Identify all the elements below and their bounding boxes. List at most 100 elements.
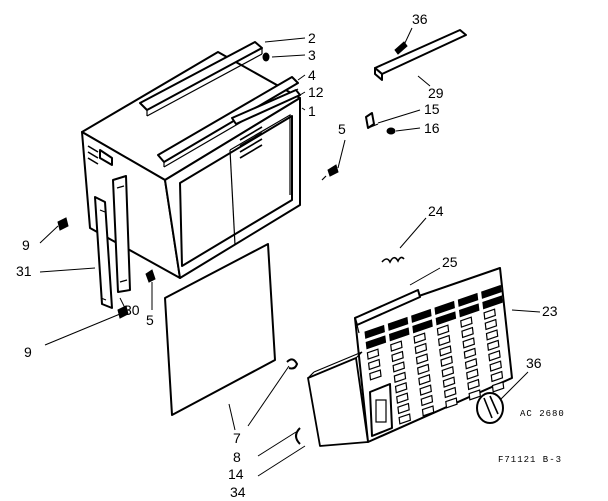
- grille-slot: [367, 358, 381, 371]
- grille-slot: [466, 368, 479, 380]
- grille-slot: [490, 370, 504, 383]
- cabinet-shell: [81, 51, 301, 279]
- grille-slot: [421, 405, 435, 417]
- gasket-14: [295, 427, 301, 445]
- callout-30: 30: [124, 302, 140, 318]
- callout-31: 31: [16, 263, 32, 279]
- screw-3: [262, 52, 270, 62]
- callout-12: 12: [308, 84, 324, 100]
- callout-9-lower: 9: [24, 344, 32, 360]
- callout-8: 8: [233, 449, 241, 465]
- grille-slot: [467, 378, 480, 391]
- figure-code: F71121 B-3: [498, 455, 562, 465]
- callout-24: 24: [428, 203, 444, 219]
- grille-slot: [487, 339, 500, 352]
- grille-slot: [463, 347, 477, 360]
- knob-part-code: AC 2680: [520, 409, 565, 419]
- screw-5-upper: [321, 164, 339, 181]
- grille-slot: [482, 295, 503, 310]
- grille-slot: [489, 360, 502, 372]
- grille-slot: [462, 337, 476, 349]
- grille-slot: [488, 349, 501, 362]
- grille-slot: [390, 340, 403, 352]
- grille-slot: [440, 355, 453, 368]
- grille-slot: [464, 357, 478, 370]
- grille-louvers: [364, 284, 505, 425]
- callout-23: 23: [542, 303, 558, 319]
- grille-slot: [365, 335, 387, 350]
- grille-slot: [394, 381, 408, 394]
- callout-4: 4: [308, 67, 316, 83]
- callout-5-upper: 5: [338, 121, 346, 137]
- callout-labels: 2 3 4 12 1 5 36 29 15 16 9 31 5 30 9 24 …: [16, 11, 558, 500]
- grille-slot: [445, 397, 458, 409]
- grille-slot: [393, 371, 407, 384]
- callout-9-upper: 9: [22, 237, 30, 253]
- knob-36: [476, 392, 504, 424]
- filter-panel-7: [164, 243, 276, 416]
- grille-slot: [418, 373, 431, 386]
- grille-slot: [441, 365, 455, 378]
- grille-slot: [392, 361, 406, 373]
- grille-slot: [414, 342, 428, 355]
- grille-slot: [419, 384, 432, 396]
- callout-36-lower: 36: [526, 355, 542, 371]
- callout-7: 7: [233, 430, 241, 446]
- grille-slot: [481, 284, 502, 299]
- grille-slot: [491, 381, 505, 393]
- callout-34: 34: [230, 484, 246, 500]
- callout-14: 14: [228, 466, 244, 482]
- grille-slot: [461, 326, 474, 339]
- callout-16: 16: [424, 120, 440, 136]
- clip-36-upper: [394, 41, 408, 55]
- grille-slot: [435, 311, 457, 326]
- grille-slot: [468, 389, 482, 401]
- grille-slot: [485, 329, 499, 341]
- grille-slot: [413, 332, 426, 344]
- grille-slot: [457, 292, 479, 307]
- grille-slot: [369, 369, 382, 381]
- bracket-15: [365, 112, 379, 129]
- screw-9-upper: [57, 217, 69, 231]
- control-panel-opening: [369, 383, 393, 437]
- grille-slot: [388, 327, 410, 342]
- grille-slot: [415, 353, 429, 365]
- grille-slot: [397, 402, 410, 415]
- grille-slot: [442, 376, 456, 388]
- grille-slot: [398, 413, 412, 425]
- callout-2: 2: [308, 30, 316, 46]
- callout-1: 1: [308, 103, 316, 119]
- callout-25: 25: [442, 254, 458, 270]
- callout-36-upper: 36: [412, 11, 428, 27]
- grille-slot: [417, 363, 430, 376]
- side-channel-30: [112, 175, 131, 293]
- top-rail-2: [139, 41, 263, 117]
- grille-slot: [483, 308, 496, 320]
- grille-slot: [443, 386, 457, 399]
- side-channel-31: [94, 196, 113, 309]
- grille-slot: [439, 345, 452, 357]
- grille-slot: [364, 324, 385, 339]
- grille-slot: [396, 392, 409, 404]
- grille-slot: [411, 308, 432, 323]
- screw-5-lower: [145, 269, 156, 283]
- grille-slot: [436, 324, 450, 336]
- grille-slot: [458, 303, 480, 318]
- callout-3: 3: [308, 47, 316, 63]
- screw-16: [386, 127, 396, 135]
- top-strip-25: [354, 289, 421, 334]
- callout-29: 29: [428, 85, 444, 101]
- clip-8: [286, 358, 299, 370]
- grille-slot: [412, 319, 433, 334]
- leader-lines: [39, 27, 541, 477]
- support-bar-29: [374, 29, 467, 81]
- grille-slot: [437, 334, 451, 347]
- grille-slot: [460, 316, 473, 328]
- grille-slot: [366, 348, 380, 360]
- spring-24: [381, 256, 405, 264]
- grille-slot: [434, 300, 455, 315]
- grille-slot: [420, 394, 434, 407]
- callout-5-lower: 5: [146, 312, 154, 328]
- grille-slot: [387, 316, 409, 331]
